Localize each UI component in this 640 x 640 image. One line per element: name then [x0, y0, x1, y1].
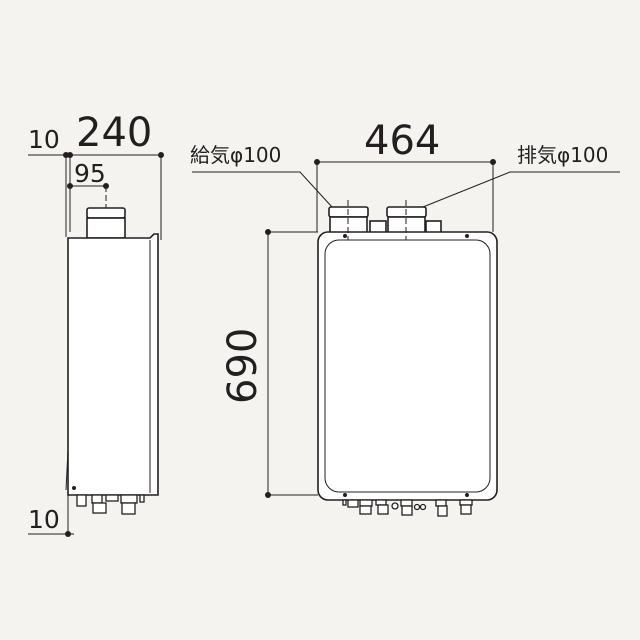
screw-dot	[465, 234, 469, 238]
side-bracket	[65, 449, 69, 491]
screw-dot	[465, 493, 469, 497]
front-height-label: 690	[220, 328, 266, 404]
dim-dot	[65, 531, 71, 537]
dim-dot	[265, 492, 271, 498]
side-fittings	[76, 494, 145, 515]
screw-dot	[72, 486, 76, 490]
side-flue-cap	[86, 207, 126, 219]
dim-dot	[265, 229, 271, 235]
dim-dot	[67, 183, 73, 189]
dim-dot	[103, 183, 109, 189]
front-panel	[324, 239, 491, 493]
dim-dot	[67, 152, 73, 158]
front-view: 464 給気φ100 排気φ100	[190, 118, 620, 517]
front-width-label: 464	[364, 118, 440, 164]
screw-dot	[343, 234, 347, 238]
dim-dot	[158, 152, 164, 158]
dim-dot	[314, 159, 320, 165]
exhaust-label: 排気φ100	[517, 143, 608, 167]
side-view: 10 240 95 10	[28, 110, 164, 537]
side-top-offset-label: 10	[28, 125, 60, 154]
front-body	[317, 231, 498, 501]
side-flue-pipe	[86, 217, 126, 239]
side-depth-label: 240	[76, 110, 152, 156]
screw-dot	[343, 493, 347, 497]
side-flue-offset-label: 95	[74, 159, 106, 188]
dim-dot	[490, 159, 496, 165]
side-body	[67, 233, 159, 496]
exhaust-leader-line	[422, 171, 620, 208]
intake-label: 給気φ100	[190, 143, 281, 167]
front-fittings	[342, 499, 473, 517]
side-bottom-offset-label: 10	[28, 505, 60, 534]
intake-leader-line	[192, 171, 333, 208]
